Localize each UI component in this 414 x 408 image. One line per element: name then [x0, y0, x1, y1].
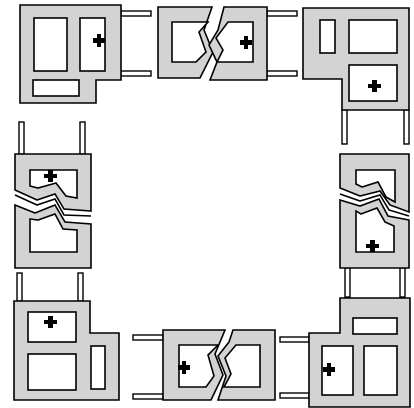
- slot: [80, 18, 105, 71]
- pin: [78, 273, 83, 301]
- top-middle-block: [158, 7, 297, 80]
- slot: [34, 18, 67, 71]
- pin: [121, 11, 151, 16]
- top-right-block: [303, 8, 409, 144]
- left-middle-block: [15, 122, 91, 268]
- pin: [400, 268, 405, 297]
- slot: [30, 214, 77, 252]
- bottom-right-block: [280, 298, 410, 407]
- pin: [267, 71, 297, 76]
- pin: [280, 337, 309, 342]
- pin: [342, 110, 347, 144]
- pin: [19, 122, 24, 154]
- pin: [345, 268, 350, 297]
- slot: [91, 346, 105, 389]
- pin: [404, 110, 409, 144]
- right-middle-block: [340, 154, 409, 297]
- slot: [33, 80, 79, 96]
- pin: [121, 71, 151, 76]
- slot: [349, 20, 397, 53]
- pin: [133, 394, 163, 399]
- pin: [133, 335, 163, 340]
- top-left-block: [20, 5, 151, 103]
- slot: [28, 354, 76, 390]
- slot: [320, 20, 335, 53]
- slot: [364, 346, 397, 395]
- slot: [353, 318, 397, 334]
- bottom-middle-block: [133, 330, 275, 400]
- bottom-left-block: [14, 273, 119, 400]
- slot: [172, 22, 208, 62]
- pin: [267, 11, 297, 16]
- pin: [17, 273, 22, 301]
- pin: [280, 393, 309, 398]
- pin: [80, 122, 85, 154]
